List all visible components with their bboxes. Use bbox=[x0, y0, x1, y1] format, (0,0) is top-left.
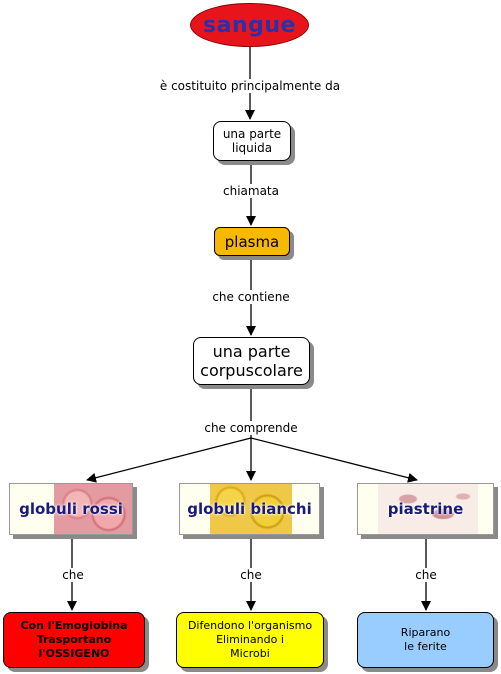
white-blood-cells-image bbox=[210, 484, 292, 534]
concept-globuli-bianchi[interactable]: globuli bianchi bbox=[179, 483, 320, 535]
concept-piastrine-label: piastrine bbox=[387, 500, 464, 518]
concept-ossigeno-line3: l'OSSIGENO bbox=[38, 647, 110, 660]
link-label-costituito: è costituito principalmente da bbox=[157, 79, 343, 93]
concept-ferite[interactable]: Riparano le ferite bbox=[357, 612, 494, 668]
concept-parte-corpuscolare-line2: corpuscolare bbox=[200, 361, 303, 380]
concept-microbi-line3: Microbi bbox=[230, 647, 270, 660]
concept-globuli-rossi[interactable]: globuli rossi bbox=[9, 483, 133, 535]
concept-plasma[interactable]: plasma bbox=[214, 227, 290, 256]
link-label-chiamata: chiamata bbox=[221, 184, 281, 198]
concept-parte-liquida-line1: una parte bbox=[222, 127, 282, 141]
concept-sangue[interactable]: sangue bbox=[190, 3, 309, 47]
concept-parte-liquida[interactable]: una parte liquida bbox=[213, 121, 291, 161]
concept-microbi[interactable]: Difendono l'organismo Eliminando i Micro… bbox=[176, 612, 324, 668]
link-label-che-bianchi: che bbox=[238, 568, 264, 582]
red-blood-cells-image bbox=[54, 484, 132, 534]
concept-globuli-rossi-label: globuli rossi bbox=[19, 500, 123, 518]
platelets-image bbox=[378, 484, 478, 534]
concept-ossigeno-line1: Con l'Emoglobina bbox=[20, 619, 128, 632]
concept-parte-corpuscolare[interactable]: una parte corpuscolare bbox=[193, 337, 310, 385]
concept-sangue-label: sangue bbox=[203, 12, 296, 38]
concept-microbi-line2: Eliminando i bbox=[216, 633, 284, 646]
link-label-contiene: che contiene bbox=[210, 290, 292, 304]
link-label-comprende: che comprende bbox=[202, 421, 300, 435]
concept-ossigeno-line2: Trasportano bbox=[36, 633, 112, 646]
concept-parte-corpuscolare-line1: una parte bbox=[212, 342, 291, 361]
edge-hub-piastrine bbox=[250, 437, 418, 483]
concept-ferite-line1: Riparano bbox=[400, 626, 451, 639]
link-label-che-rossi: che bbox=[60, 568, 86, 582]
link-label-che-piastrine: che bbox=[413, 568, 439, 582]
concept-piastrine[interactable]: piastrine bbox=[357, 483, 494, 535]
concept-ferite-line2: le ferite bbox=[404, 640, 447, 653]
concept-plasma-label: plasma bbox=[224, 232, 280, 251]
concept-microbi-line1: Difendono l'organismo bbox=[187, 619, 313, 632]
concept-parte-liquida-line2: liquida bbox=[231, 141, 273, 155]
concept-ossigeno[interactable]: Con l'Emoglobina Trasportano l'OSSIGENO bbox=[3, 612, 145, 668]
edge-hub-rossi bbox=[86, 437, 252, 483]
concept-globuli-bianchi-label: globuli bianchi bbox=[187, 500, 312, 518]
